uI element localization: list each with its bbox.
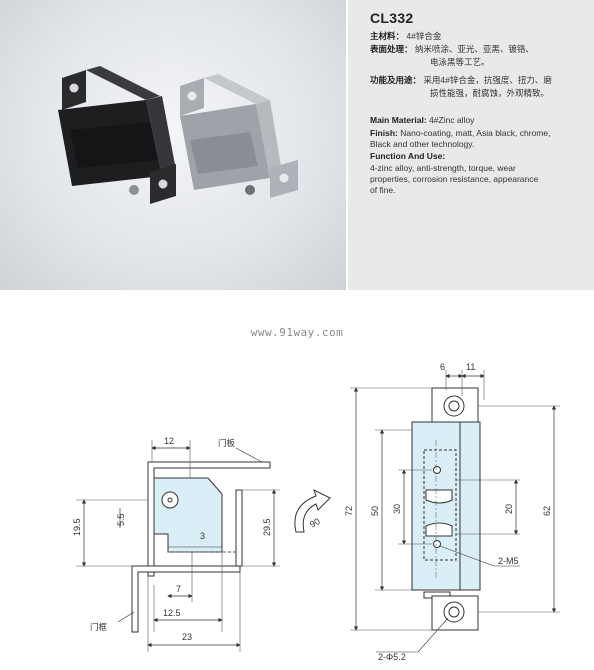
black-hinge-image (58, 66, 176, 204)
dim-50: 50 (370, 506, 380, 516)
label-hole-dia: 2-Φ5.2 (378, 652, 406, 662)
side-view (76, 440, 280, 652)
dim-11: 11 (466, 362, 475, 372)
en-material-row: Main Material: 4#Zinc alloy (370, 115, 474, 126)
dim-30: 30 (392, 504, 402, 514)
cn-finish-value-2: 电泳黑等工艺。 (430, 57, 490, 67)
dim-29-5: 29.5 (262, 518, 272, 536)
cn-finish-row: 表面处理： 纳米喷涂、亚光、亚黑、镀铬、 (370, 43, 534, 55)
cn-material-value: 4#锌合金 (406, 31, 442, 41)
product-info-panel: CL332 主材料： 4#锌合金 表面处理： 纳米喷涂、亚光、亚黑、镀铬、 电泳… (348, 0, 594, 290)
hinge-photo-illustration (58, 66, 298, 204)
cn-material-label: 主材料： (370, 31, 405, 41)
cn-function-row: 功能及用途： 采用4#锌合金，抗强度、扭力、磨 (370, 74, 552, 86)
en-material-label: Main Material: (370, 115, 427, 125)
en-function-label: Function And Use: (370, 151, 446, 161)
dim-62: 62 (542, 506, 552, 516)
hinge-body-side (153, 477, 223, 553)
dim-19-5: 19.5 (72, 518, 82, 536)
cn-finish-value-1: 纳米喷涂、亚光、亚黑、镀铬、 (414, 44, 534, 54)
en-function-label-row: Function And Use: (370, 151, 445, 162)
front-view (350, 370, 560, 653)
product-model: CL332 (370, 10, 414, 26)
dim-23: 23 (182, 632, 192, 642)
cn-material-row: 主材料： 4#锌合金 (370, 30, 441, 42)
watermark-url: www.91way.com (250, 326, 344, 339)
en-finish-row: Finish: Nano-coating, matt, Asia black, … (370, 128, 550, 139)
en-function-value-3: of fine. (370, 185, 396, 195)
dim-5-5: 5.5 (116, 513, 126, 526)
dim-7: 7 (176, 584, 181, 594)
door-panel-profile (147, 461, 271, 577)
technical-drawing: 12 19.5 5.5 29.5 3 7 12.5 23 门板 门框 90 (72, 362, 560, 662)
label-door-panel: 门板 (218, 438, 236, 449)
dim-6: 6 (440, 362, 445, 372)
cn-function-value-1: 采用4#锌合金，抗强度、扭力、磨 (423, 75, 552, 85)
rotation-angle: 90 (308, 516, 322, 530)
en-material-value: 4#Zinc alloy (429, 115, 475, 125)
label-door-frame: 门框 (90, 622, 108, 633)
product-photo (0, 0, 346, 290)
en-function-value-2: properties, corrosion resistance, appear… (370, 174, 539, 184)
dim-12-side: 12 (164, 436, 174, 446)
dim-20: 20 (504, 504, 514, 514)
en-function-value-1: 4-zinc alloy, anti-strength, torque, wea… (370, 163, 516, 173)
rotation-arrow-icon: 90 (294, 489, 331, 533)
silver-hinge-image (180, 74, 298, 198)
label-screw-m5: 2-M5 (498, 556, 519, 566)
cn-function-value-2: 损性能强，耐腐蚀，外观精致。 (430, 88, 550, 98)
en-finish-label: Finish: (370, 128, 398, 138)
dim-12-5: 12.5 (163, 608, 181, 618)
dim-3: 3 (200, 531, 205, 541)
en-finish-value-2: Black and other technology. (370, 139, 475, 149)
cn-function-label: 功能及用途： (370, 75, 422, 85)
cn-finish-label: 表面处理： (370, 44, 413, 54)
en-finish-value-1: Nano-coating, matt, Asia black, chrome, (400, 128, 551, 138)
dim-72: 72 (344, 506, 354, 516)
